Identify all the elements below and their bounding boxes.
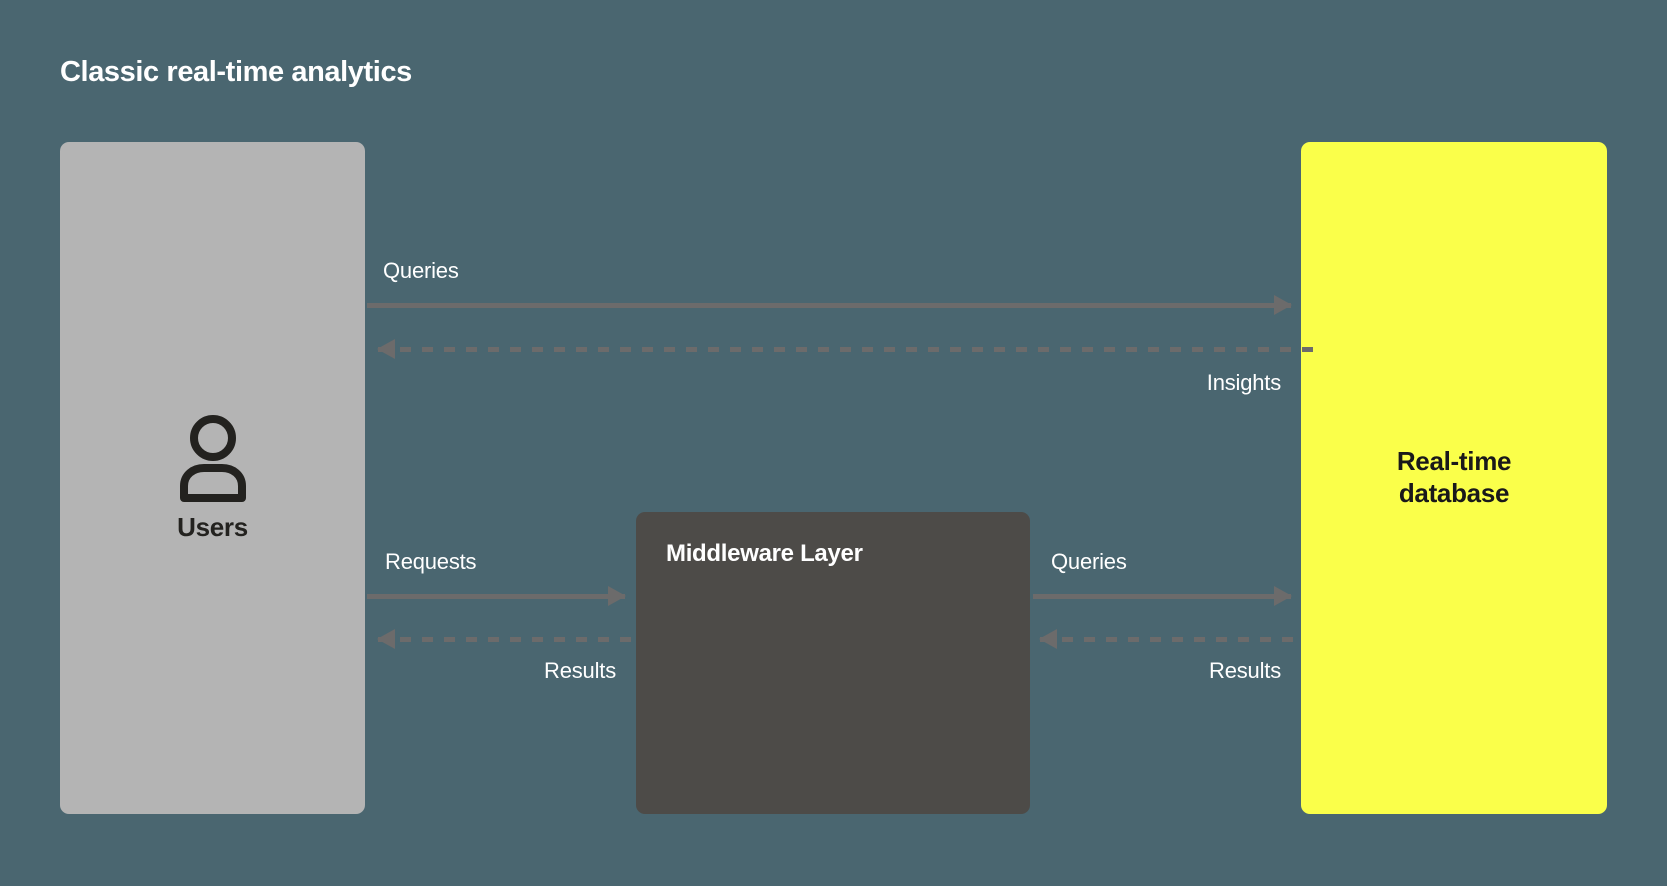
node-users[interactable]: Users: [60, 142, 365, 814]
arrowhead-left-icon: [1039, 629, 1057, 649]
edge-label-results-middleware-users: Results: [544, 658, 616, 683]
node-database-label-line1: Real-time: [1396, 446, 1512, 477]
edge-label-results-database-middleware: Results: [1209, 658, 1281, 683]
node-middleware[interactable]: Middleware Layer: [636, 512, 1030, 814]
edge-line-dashed: [378, 347, 1313, 352]
edge-line-solid: [367, 594, 625, 599]
arrowhead-left-icon: [377, 629, 395, 649]
node-users-label: Users: [177, 511, 248, 542]
arrowhead-right-icon: [1274, 295, 1292, 315]
node-middleware-label: Middleware Layer: [666, 540, 863, 567]
node-users-content: Users: [60, 142, 365, 814]
page-title: Classic real-time analytics: [60, 56, 412, 88]
edge-line-solid: [367, 303, 1291, 308]
edge-line-dashed: [378, 637, 636, 642]
edge-line-solid: [1033, 594, 1291, 599]
node-database-label: Real-time database: [1396, 446, 1512, 509]
edge-label-queries-users-database: Queries: [383, 258, 459, 283]
edge-label-insights: Insights: [1206, 370, 1281, 395]
node-database[interactable]: Real-time database: [1301, 142, 1607, 814]
arrowhead-left-icon: [377, 339, 395, 359]
edge-label-queries-middleware-database: Queries: [1051, 549, 1127, 574]
node-database-content: Real-time database: [1301, 142, 1607, 814]
node-database-label-line2: database: [1398, 478, 1510, 508]
edge-label-requests: Requests: [385, 549, 477, 574]
person-icon: [179, 414, 246, 502]
arrowhead-right-icon: [1274, 586, 1292, 606]
arrowhead-right-icon: [608, 586, 626, 606]
edge-line-dashed: [1040, 637, 1301, 642]
